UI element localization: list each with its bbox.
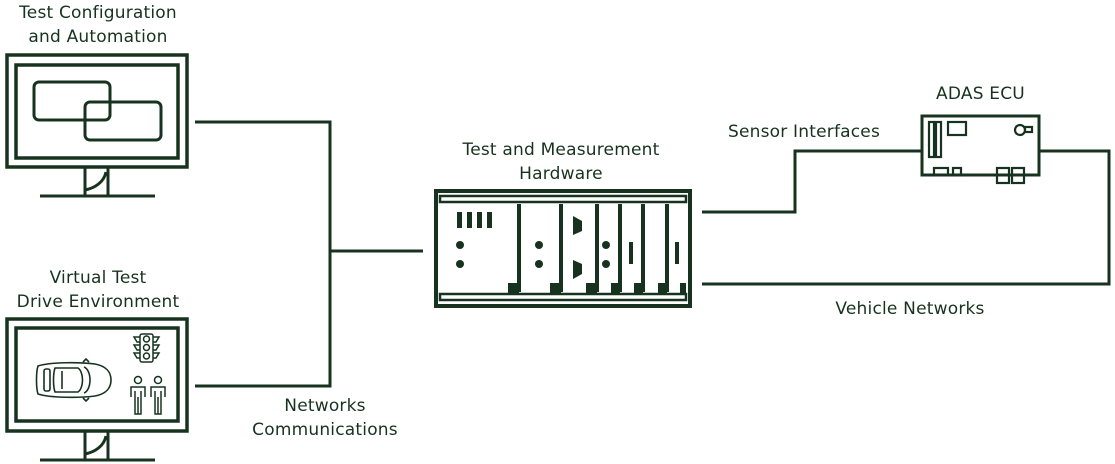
sensor-interfaces-label: Sensor Interfaces <box>712 120 896 144</box>
vehicle-networks-label: Vehicle Networks <box>810 297 1010 321</box>
test-config-label-line2: and Automation <box>28 27 168 47</box>
adas-ecu-label-text: ADAS ECU <box>936 84 1025 104</box>
networks-communications-connector <box>195 120 423 388</box>
hardware-label: Test and Measurement Hardware <box>430 138 692 186</box>
test-config-monitor-icon <box>5 53 189 198</box>
hardware-label-line2: Hardware <box>519 164 603 184</box>
car-icon <box>35 357 112 403</box>
traffic-light-icon <box>132 333 161 363</box>
networks-communications-label: Networks Communications <box>240 394 410 442</box>
networks-label-line1: Networks <box>284 396 366 416</box>
sensor-interfaces-label-text: Sensor Interfaces <box>727 122 881 142</box>
adas-ecu-board-icon <box>920 114 1041 185</box>
test-measurement-hardware-icon <box>434 189 692 308</box>
adas-ecu-label: ADAS ECU <box>922 82 1039 106</box>
networks-label-line2: Communications <box>252 420 398 440</box>
pedestrians-icon <box>130 375 166 415</box>
hardware-label-line1: Test and Measurement <box>462 140 660 160</box>
test-config-label-line1: Test Configuration <box>19 3 177 23</box>
vehicle-networks-connector <box>702 149 1111 286</box>
virtual-drive-label: Virtual Test Drive Environment <box>0 266 196 314</box>
vehicle-networks-label-text: Vehicle Networks <box>835 299 985 319</box>
virtual-drive-monitor-icon <box>5 317 189 462</box>
test-config-label: Test Configuration and Automation <box>0 1 196 49</box>
sensor-interfaces-connector <box>702 149 922 214</box>
virtual-drive-label-line1: Virtual Test <box>49 268 147 288</box>
virtual-drive-label-line2: Drive Environment <box>16 292 180 312</box>
